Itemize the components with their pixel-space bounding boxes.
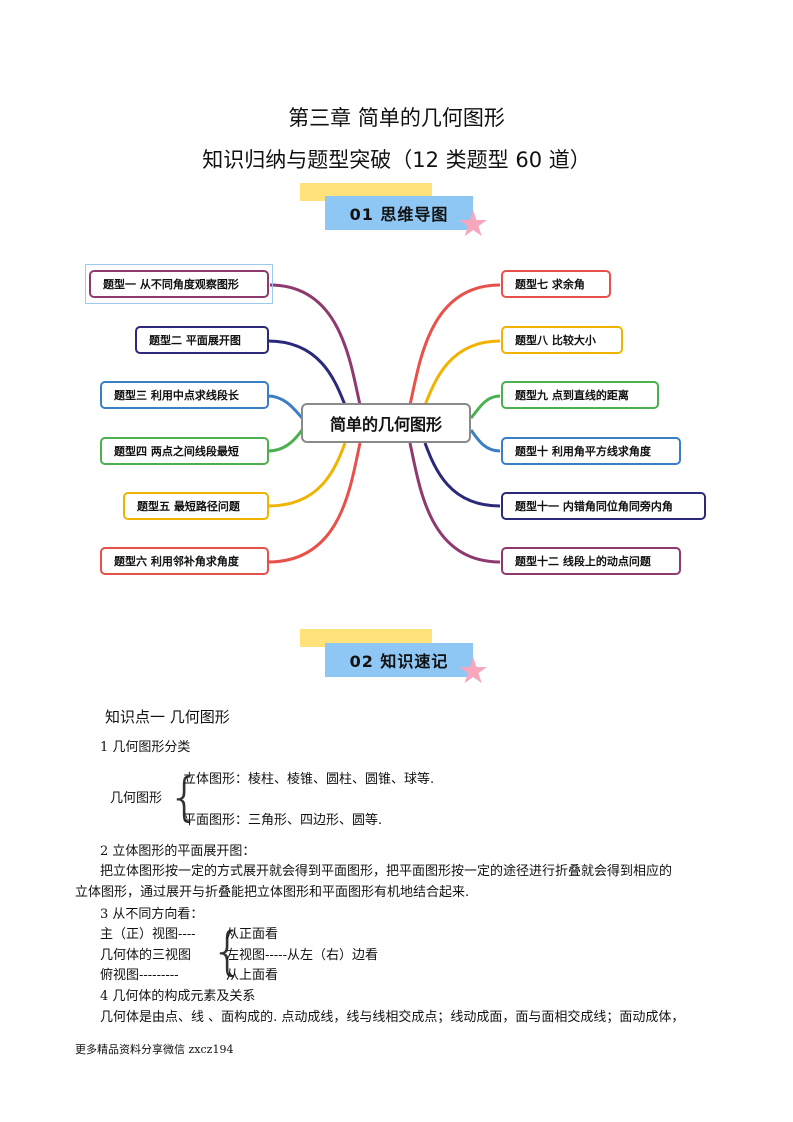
mindmap-node-left-1[interactable]: 题型一 从不同角度观察图形 (89, 270, 269, 298)
node-label: 题型四 两点之间线段最短 (114, 445, 239, 458)
mindmap-node-right-4[interactable]: 题型十 利用角平方线求角度 (501, 437, 681, 465)
section-highlight (300, 629, 432, 647)
three-views: 几何体的三视图 (100, 948, 192, 963)
view-left-desc: 左视图-----从左（右）边看 (226, 948, 378, 963)
connector-4 (267, 429, 304, 453)
node-label: 题型十一 内错角同位角同旁内角 (515, 500, 673, 513)
plane-figures: 平面图形：三角形、四边形、圆等. (183, 813, 383, 828)
solid-figures: 立体图形：棱柱、棱锥、圆柱、圆锥、球等. (183, 772, 435, 787)
mindmap-node-left-6[interactable]: 题型六 利用邻补角求角度 (100, 547, 269, 575)
star-icon: ★ (457, 651, 490, 692)
node-label: 题型八 比较大小 (515, 334, 596, 347)
section-label: 02 知识速记 (325, 643, 473, 677)
mindmap-node-left-2[interactable]: 题型二 平面展开图 (135, 326, 269, 354)
section1-title: 1 几何图形分类 (100, 740, 191, 755)
section3-title: 3 从不同方向看： (100, 907, 204, 922)
mindmap-connectors (267, 283, 501, 564)
view-front: 主（正）视图---- (100, 927, 196, 942)
connector-9 (469, 394, 501, 419)
selection-frame (85, 264, 273, 304)
node-label: 题型五 最短路径问题 (137, 500, 240, 513)
knowledge-heading: 知识点一 几何图形 (105, 708, 230, 726)
section2-line1: 把立体图形按一定的方式展开就会得到平面图形，把平面图形按一定的途径进行折叠就会得… (100, 864, 673, 879)
classification-root: 几何图形 (110, 791, 163, 806)
mindmap-node-right-6[interactable]: 题型十二 线段上的动点问题 (501, 547, 681, 575)
mindmap-node-left-4[interactable]: 题型四 两点之间线段最短 (100, 437, 269, 465)
section2-title: 2 立体图形的平面展开图： (100, 844, 256, 859)
mindmap-node-left-5[interactable]: 题型五 最短路径问题 (123, 492, 269, 520)
connector-12 (408, 442, 501, 564)
connector-5 (267, 442, 347, 508)
mindmap-node-right-2[interactable]: 题型八 比较大小 (501, 326, 623, 354)
brace-icon: { (211, 922, 245, 982)
node-label: 题型九 点到直线的距离 (515, 389, 629, 402)
page-title: 第三章 简单的几何图形 (288, 106, 505, 130)
view-top-desc: 从上面看 (226, 968, 279, 983)
connector-1 (269, 283, 362, 406)
page-subtitle: 知识归纳与题型突破（12 类题型 60 道） (202, 148, 591, 172)
connector-7 (408, 283, 501, 406)
connector-10 (469, 429, 501, 453)
section-label: 01 思维导图 (325, 196, 473, 230)
star-icon: ★ (457, 204, 490, 245)
mindmap-node-right-5[interactable]: 题型十一 内错角同位角同旁内角 (501, 492, 706, 520)
view-top: 俯视图--------- (100, 968, 179, 983)
connector-11 (423, 442, 501, 508)
node-label: 题型一 从不同角度观察图形 (103, 278, 239, 291)
node-label: 题型三 利用中点求线段长 (114, 389, 239, 402)
node-label: 题型二 平面展开图 (149, 334, 241, 347)
connector-3 (267, 394, 304, 419)
mindmap-center-node[interactable]: 简单的几何图形 (301, 403, 471, 443)
section4-title: 4 几何体的构成元素及关系 (100, 989, 256, 1004)
view-front-desc: 从正面看 (226, 927, 279, 942)
section4-line1: 几何体是由点、线 、面构成的. 点动成线，线与线相交成点；线动成面，面与面相交成… (100, 1010, 685, 1025)
node-label: 题型七 求余角 (515, 278, 585, 291)
mindmap-node-left-3[interactable]: 题型三 利用中点求线段长 (100, 381, 269, 409)
connector-8 (423, 339, 501, 406)
connector-2 (267, 339, 347, 406)
node-label: 题型六 利用邻补角求角度 (114, 555, 239, 568)
connector-6 (267, 442, 362, 564)
mindmap-node-right-3[interactable]: 题型九 点到直线的距离 (501, 381, 659, 409)
node-label: 题型十 利用角平方线求角度 (515, 445, 651, 458)
brace-icon: { (168, 768, 202, 828)
section2-line2: 立体图形，通过展开与折叠能把立体图形和平面图形有机地结合起来. (75, 885, 470, 900)
node-label: 题型十二 线段上的动点问题 (515, 555, 651, 568)
footer-note: 更多精品资料分享微信 zxcz194 (75, 1043, 234, 1056)
mindmap-node-right-1[interactable]: 题型七 求余角 (501, 270, 611, 298)
